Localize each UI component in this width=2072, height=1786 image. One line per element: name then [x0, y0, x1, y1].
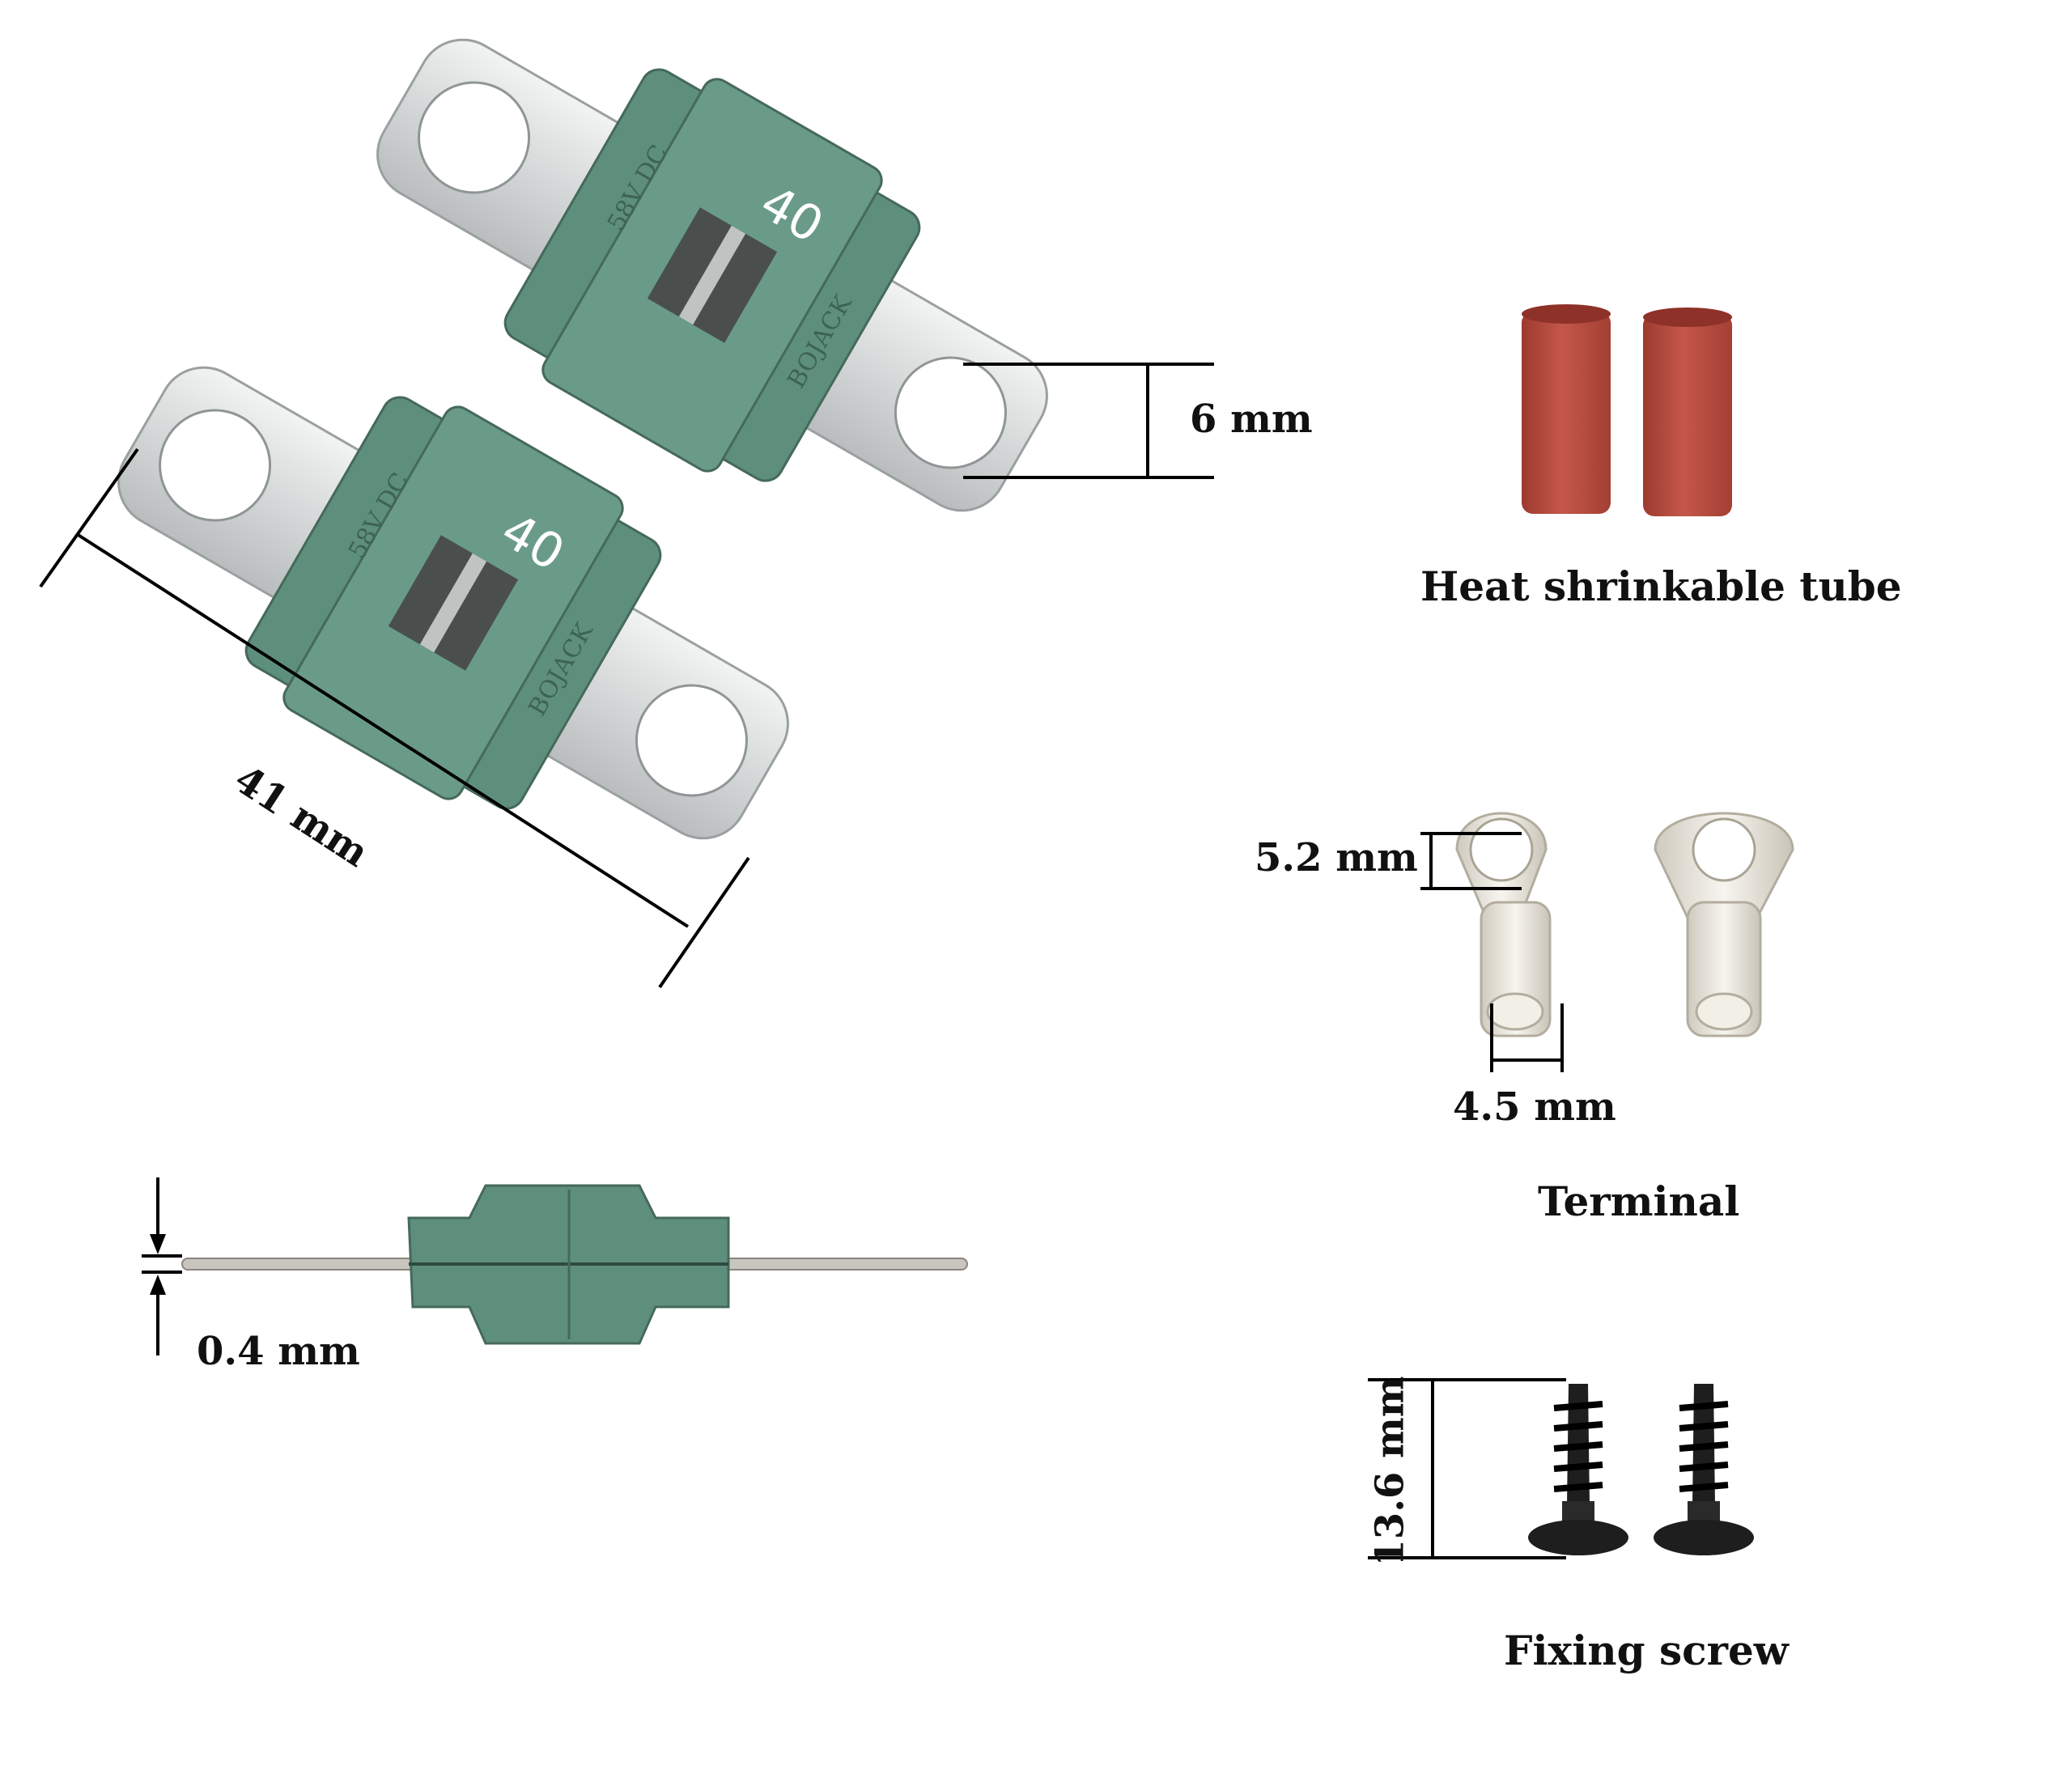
terminal-right: [1654, 812, 1794, 1037]
screw-length-dimension: [1368, 1378, 1566, 1559]
terminal-barrel-label: 4.5 mm: [1453, 1084, 1616, 1130]
fuse-length-dimension: [39, 448, 750, 989]
screw-right: [1654, 1384, 1754, 1555]
hole-diameter-label: 6 mm: [1190, 397, 1313, 442]
terminal-barrel-dimension: [1490, 1003, 1564, 1072]
terminal-caption: Terminal: [1538, 1177, 1740, 1225]
fuse-side-view: [181, 1184, 968, 1345]
screw-length-label: 13.6 mm: [1367, 1376, 1413, 1567]
terminal-hole-dimension: [1420, 832, 1522, 890]
thickness-label: 0.4 mm: [197, 1329, 360, 1374]
hole-diameter-dimension: [963, 363, 1214, 479]
terminal-hole-label: 5.2 mm: [1255, 835, 1418, 880]
screw-left: [1528, 1384, 1628, 1555]
heat-shrink-tubes: [1522, 304, 1732, 516]
terminal-left: [1455, 812, 1552, 1037]
heat-tube-caption: Heat shrinkable tube: [1420, 562, 1902, 610]
thickness-dimension: [142, 1177, 182, 1355]
screw-caption: Fixing screw: [1504, 1627, 1789, 1674]
